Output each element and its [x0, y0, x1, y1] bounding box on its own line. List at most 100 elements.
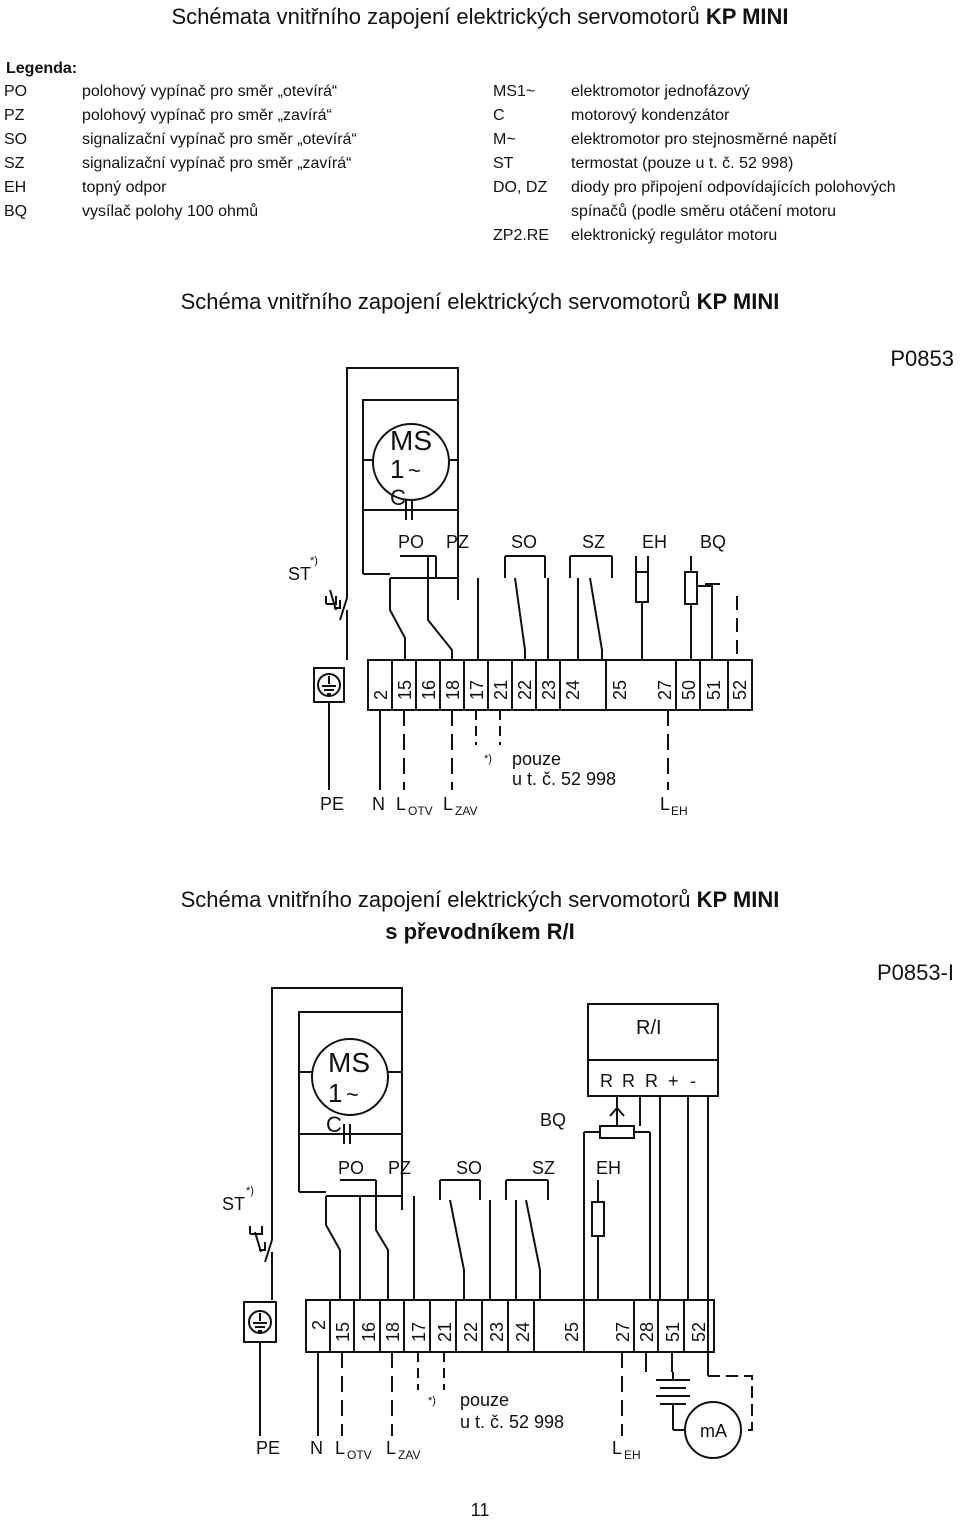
motor-one-label: 1 [390, 454, 404, 484]
terminal-2-28: 28 [637, 1322, 657, 1342]
label2-eh: EH [596, 1158, 621, 1178]
supply1-n: N [372, 794, 385, 814]
switch-po [389, 600, 406, 660]
terminal-1-17: 17 [467, 680, 487, 700]
terminal-2-52: 52 [689, 1322, 709, 1342]
supply1-l-otv: L [396, 794, 406, 814]
label-pz: PZ [446, 532, 469, 552]
supply1-otv-sub: OTV [408, 804, 433, 818]
legend-item-do-dz-cont: spínačů (podle směru otáčení motoru [571, 203, 837, 220]
label2-pz: PZ [388, 1158, 411, 1178]
terminal-1-24: 24 [563, 680, 583, 700]
diagram1-wiring [313, 367, 753, 790]
note1-line1: pouze [512, 749, 561, 769]
terminal-2-18: 18 [383, 1322, 403, 1342]
label-sz: SZ [582, 532, 605, 552]
motor2-tilde-label: ~ [346, 1082, 359, 1107]
switch2-so [439, 1179, 481, 1300]
note2-line2: u t. č. 52 998 [460, 1412, 564, 1432]
terminal-1-15: 15 [395, 680, 415, 700]
terminal-2-2: 2 [309, 1320, 329, 1330]
supply2-pe: PE [256, 1438, 280, 1458]
terminal-1-52: 52 [730, 680, 750, 700]
converter-pin-r2: R [622, 1071, 635, 1091]
label2-po: PO [338, 1158, 364, 1178]
supply2-l-zav: L [386, 1438, 396, 1458]
motor-ms-label: MS [390, 425, 432, 456]
terminal-2-15: 15 [333, 1322, 353, 1342]
diagram2-title-line2: s převodníkem R/I [385, 919, 575, 944]
converter-ri-label: R/I [636, 1017, 662, 1039]
supply1-l-zav: L [443, 794, 453, 814]
terminal-block-2 [305, 1299, 715, 1353]
terminal-1-23: 23 [539, 680, 559, 700]
terminal-1-2: 2 [371, 690, 391, 700]
label-po: PO [398, 532, 424, 552]
supply2-zav-sub: ZAV [398, 1448, 420, 1462]
switch2-st [254, 1231, 273, 1263]
label2-bq: BQ [540, 1110, 566, 1130]
switch-sz [569, 555, 613, 660]
label-so: SO [511, 532, 537, 552]
motor-tilde-label: ~ [408, 458, 421, 483]
terminal-1-25: 25 [610, 680, 630, 700]
converter-ri-box [587, 1003, 719, 1097]
diagram2-wiring [243, 987, 753, 1459]
terminal-1-50: 50 [679, 680, 699, 700]
label-st: ST [288, 564, 311, 584]
converter-pin-minus: - [690, 1071, 696, 1091]
label2-sz: SZ [532, 1158, 555, 1178]
switch-pz [427, 556, 453, 660]
note1-line2: u t. č. 52 998 [512, 769, 616, 789]
terminal-2-24: 24 [513, 1322, 533, 1342]
terminal-labels-2: 2 15 16 18 17 21 22 23 24 25 27 28 51 52 [309, 1320, 709, 1342]
earth-ground-icon [317, 673, 341, 697]
potentiometer2-bq-icon [599, 1125, 635, 1139]
label-bq: BQ [700, 532, 726, 552]
supply1-eh-sub: EH [671, 804, 688, 818]
supply2-n: N [310, 1438, 323, 1458]
heater2-eh-icon [591, 1201, 605, 1237]
capacitor2-label: C [326, 1112, 342, 1137]
diagram1-code: P0853 [890, 346, 954, 371]
legend-item-m: M~elektromotor pro stejnosměrné napětí [493, 131, 837, 148]
terminal-1-51: 51 [704, 680, 724, 700]
terminal-2-27: 27 [613, 1322, 633, 1342]
switch2-pz [375, 1180, 389, 1300]
supply2-l-otv: L [335, 1438, 345, 1458]
label-st-note: *) [310, 555, 318, 567]
label2-st: ST [222, 1194, 245, 1214]
diagram2-title: Schéma vnitřního zapojení elektrických s… [180, 887, 780, 912]
supply1-l-eh: L [660, 794, 670, 814]
milliammeter-label: mA [700, 1421, 727, 1441]
supply2-l-eh: L [612, 1438, 622, 1458]
switch-so [504, 555, 546, 660]
terminal-labels-1: 2 15 16 18 17 21 22 23 24 25 27 50 51 52 [371, 680, 750, 700]
terminal-1-22: 22 [515, 680, 535, 700]
supply1-pe: PE [320, 794, 344, 814]
terminal-2-23: 23 [487, 1322, 507, 1342]
terminal-2-16: 16 [359, 1322, 379, 1342]
terminal-1-21: 21 [491, 680, 511, 700]
switch2-po [325, 1210, 341, 1300]
terminal-2-22: 22 [461, 1322, 481, 1342]
capacitor-label: C [390, 485, 406, 510]
label2-so: SO [456, 1158, 482, 1178]
switch-st [329, 589, 348, 621]
label2-st-note: *) [246, 1185, 254, 1197]
terminal-1-16: 16 [419, 680, 439, 700]
legend-heading: Legenda: [6, 60, 78, 77]
motor2-ms-label: MS [328, 1047, 370, 1078]
converter-pin-plus: + [668, 1071, 679, 1091]
terminal-1-27: 27 [655, 680, 675, 700]
terminal-2-17: 17 [409, 1322, 429, 1342]
